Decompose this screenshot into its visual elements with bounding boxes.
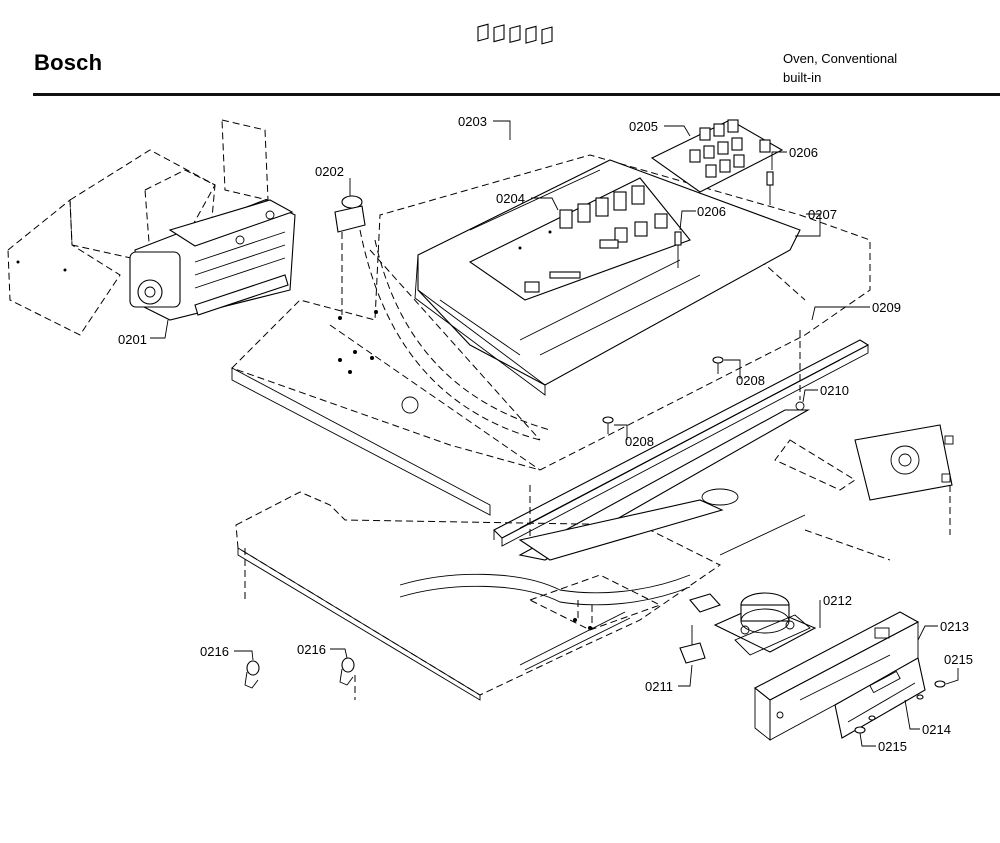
oven-chassis-outline <box>231 154 871 516</box>
fan-cover-plate <box>804 424 954 561</box>
callout-0208-left: 0208 <box>625 434 654 449</box>
callout-0202: 0202 <box>315 164 344 179</box>
part-0211-thermal-fuse <box>679 593 721 664</box>
part-0208-screws <box>602 356 724 434</box>
part-0203-connector-block <box>477 23 553 45</box>
callout-0206-lower: 0206 <box>697 204 726 219</box>
callout-0208-right: 0208 <box>736 373 765 388</box>
callout-0211: 0211 <box>645 679 673 694</box>
callout-0214: 0214 <box>922 722 951 737</box>
callout-leaders <box>150 120 959 747</box>
part-0216-clips <box>244 657 355 689</box>
part-0205-relay-board <box>650 119 784 193</box>
part-0210-lower-rail <box>518 401 856 561</box>
callout-0209: 0209 <box>872 300 901 315</box>
part-0207-board-mounting-tray <box>414 159 801 396</box>
oven-floor-plate <box>235 488 806 701</box>
part-0214-cover-plate <box>834 657 926 739</box>
part-0212-fan-motor <box>713 592 817 656</box>
callout-0216-right: 0216 <box>297 642 326 657</box>
brand-name: Bosch <box>34 50 103 75</box>
callout-0206-upper: 0206 <box>789 145 818 160</box>
part-0201-cooling-fan-assembly <box>7 119 296 336</box>
callout-0210: 0210 <box>820 383 849 398</box>
callout-0204: 0204 <box>496 191 525 206</box>
callout-0215-lower: 0215 <box>878 739 907 754</box>
callout-0212: 0212 <box>823 593 852 608</box>
header-divider <box>33 93 1000 96</box>
callout-0216-left: 0216 <box>200 644 229 659</box>
part-0215-screws <box>854 680 946 734</box>
product-subtype: built-in <box>783 70 822 85</box>
callout-0203: 0203 <box>458 114 487 129</box>
part-0206-board-spacers <box>674 171 774 268</box>
callout-labels: 0201 0202 0203 0204 0205 0206 0206 0207 … <box>118 114 973 754</box>
part-0202-thermostat <box>334 195 366 315</box>
part-0209-front-trim-strip <box>493 330 870 555</box>
callout-0215-upper: 0215 <box>944 652 973 667</box>
callout-0213: 0213 <box>940 619 969 634</box>
part-0204-main-control-board <box>468 177 691 301</box>
product-type: Oven, Conventional <box>783 51 898 66</box>
callout-0201: 0201 <box>118 332 147 347</box>
callout-0205: 0205 <box>629 119 658 134</box>
callout-0207: 0207 <box>808 207 837 222</box>
product-description: Oven, Conventional built-in <box>783 49 897 87</box>
